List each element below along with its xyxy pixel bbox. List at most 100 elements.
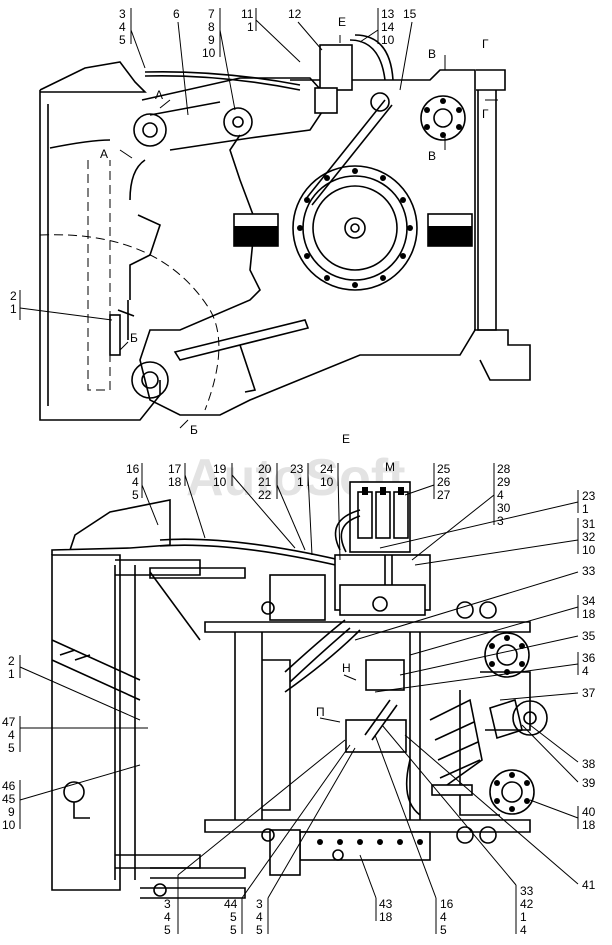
callout-number: 12 — [288, 7, 302, 21]
callout: 44 5 5 — [224, 744, 351, 937]
callout: 23 1 — [290, 462, 313, 556]
callout-number: 38 — [582, 757, 596, 771]
callout-number: 18 — [168, 475, 182, 489]
callout: 3 4 5 — [119, 7, 146, 69]
section-mark: Б — [130, 331, 138, 345]
callout-number: 8 — [208, 20, 215, 34]
callout-number: 7 — [208, 7, 215, 21]
callout-number: 37 — [582, 686, 596, 700]
callout-number: 23 — [582, 489, 596, 503]
callout-number: 1 — [582, 502, 589, 516]
callout-number: 4 — [8, 728, 15, 742]
callout-number: 4 — [256, 910, 263, 924]
callout-number: 4 — [582, 664, 589, 678]
callout: 31 32 10 — [414, 517, 596, 566]
section-mark: Е — [338, 15, 346, 29]
top-view: А А Б Б В В Г Г Е 3 4 5 6 — [10, 7, 531, 437]
section-mark: А — [100, 147, 108, 161]
bottom-view: Е М Н П — [2, 432, 596, 937]
callout: 2 1 — [10, 289, 113, 321]
callout: 3 4 5 — [164, 739, 346, 937]
section-marks: А А Б Б В В Г Г Е — [100, 15, 498, 437]
callout-number: 1 — [8, 667, 15, 681]
callouts-bottom-left: 2 1 47 4 5 46 45 9 10 — [2, 654, 148, 832]
callout: 6 — [173, 7, 189, 116]
callout-number: 18 — [582, 818, 596, 832]
callout-number: 4 — [497, 488, 504, 502]
callout-number: 18 — [379, 910, 393, 924]
callout-number: 10 — [381, 33, 395, 47]
callout-number: 42 — [520, 897, 534, 911]
callout-number: 5 — [230, 923, 237, 937]
callouts-bottom-top: 16 4 5 17 18 19 10 20 21 22 — [126, 462, 511, 561]
callout: 33 — [354, 564, 596, 641]
callout-number: 4 — [164, 910, 171, 924]
callout-number: 3 — [119, 7, 126, 21]
callout-number: 36 — [582, 651, 596, 665]
callout: 17 18 — [168, 462, 206, 539]
callout: 23 1 — [379, 489, 596, 549]
callout-number: 9 — [208, 33, 215, 47]
callout-number: 14 — [381, 20, 395, 34]
callout: 41 — [404, 734, 596, 892]
callout: 13 14 10 — [359, 7, 395, 47]
callout: 43 18 — [359, 854, 393, 924]
callout-number: 9 — [8, 805, 15, 819]
callout-number: 45 — [2, 792, 16, 806]
callout-number: 6 — [173, 7, 180, 21]
section-mark: Б — [190, 423, 198, 437]
callout-number: 34 — [582, 594, 596, 608]
callout: 12 — [288, 7, 323, 51]
callout-number: 2 — [10, 289, 17, 303]
callout: 39 — [521, 724, 596, 790]
callout-number: 47 — [2, 715, 16, 729]
callout: 3 4 5 — [256, 747, 356, 937]
callout-number: 18 — [582, 607, 596, 621]
callout-number: 1 — [520, 910, 527, 924]
callout: 16 4 5 — [126, 462, 159, 526]
callout-number: 13 — [381, 7, 395, 21]
callout-number: 3 — [164, 897, 171, 911]
callout-number: 5 — [164, 923, 171, 937]
callout: 11 1 — [241, 7, 301, 63]
callout-number: 10 — [213, 475, 227, 489]
section-mark: Г — [482, 107, 489, 121]
callout-number: 16 — [440, 897, 454, 911]
detail-letter: П — [316, 705, 325, 719]
callout: 20 21 22 — [258, 462, 306, 551]
callout: 40 18 — [529, 799, 596, 832]
callout-number: 5 — [132, 488, 139, 502]
callout: 28 29 4 30 3 — [411, 462, 511, 561]
callout-number: 21 — [258, 475, 272, 489]
callout-number: 29 — [497, 475, 511, 489]
callout-number: 35 — [582, 629, 596, 643]
callout-number: 39 — [582, 776, 596, 790]
callout: 19 10 — [213, 462, 296, 549]
callout-number: 23 — [290, 462, 304, 476]
callout-number: 22 — [258, 488, 272, 502]
callout: 34 18 — [409, 594, 596, 656]
callout-number: 27 — [437, 488, 451, 502]
section-mark: В — [428, 149, 436, 163]
callouts-bottom-bottom: 3 4 5 44 5 5 3 4 5 43 18 — [164, 724, 534, 937]
callout-number: 2 — [8, 654, 15, 668]
callout-number: 3 — [497, 514, 504, 528]
callout-number: 1 — [247, 20, 254, 34]
callout-number: 33 — [520, 884, 534, 898]
callout-number: 43 — [379, 897, 393, 911]
callout-number: 46 — [2, 779, 16, 793]
detail-letter: М — [385, 460, 395, 474]
callout-number: 4 — [119, 20, 126, 34]
callout-number: 4 — [440, 910, 447, 924]
view-letter: Е — [342, 432, 350, 446]
callout-number: 26 — [437, 475, 451, 489]
callout-number: 25 — [437, 462, 451, 476]
callout-number: 30 — [497, 501, 511, 515]
callout: 38 — [529, 724, 596, 771]
callout-number: 3 — [256, 897, 263, 911]
callout-number: 33 — [582, 564, 596, 578]
callout-number: 5 — [119, 33, 126, 47]
callout: 15 — [399, 7, 417, 91]
callout-number: 41 — [582, 878, 596, 892]
